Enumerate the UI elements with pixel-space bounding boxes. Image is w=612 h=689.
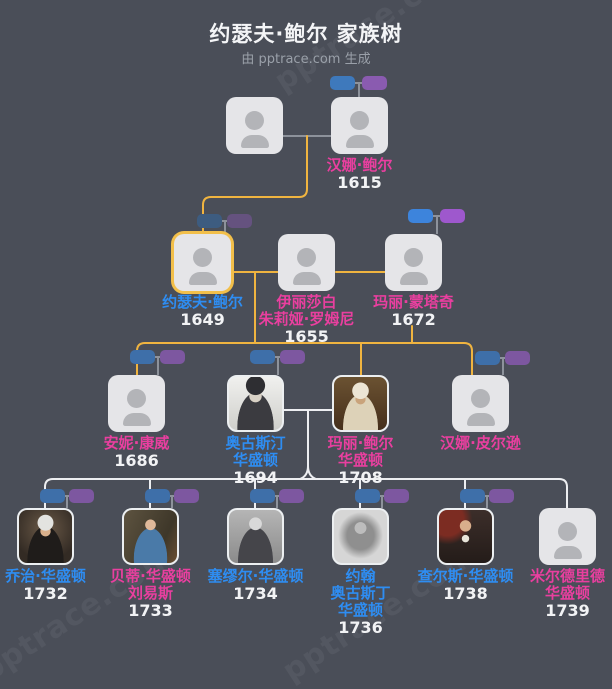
pill-drop-link [276,496,278,508]
pill-drop-link [436,216,438,234]
pill-drop-link [157,357,159,375]
portrait-betty-washington-lewis[interactable] [122,508,179,565]
person-node-hannah-pearson [452,375,509,432]
connector-lines [0,0,612,636]
collapsed-father-pill-betty-washington-lewis[interactable] [145,489,170,503]
page-title: 约瑟夫·鲍尔 家族树 [0,18,612,48]
collapsed-mother-pill-joseph-ball[interactable] [227,214,252,228]
person-node-john-augustine-washington [332,508,389,565]
pill-drop-link [502,358,504,375]
person-silhouette-icon [241,135,269,148]
page-subtitle: 由 pptrace.com 生成 [0,48,612,67]
person-node-samuel-washington [227,508,284,565]
person-silhouette-icon [554,546,582,559]
collapsed-mother-pill-anne-conway[interactable] [160,350,185,364]
collapsed-mother-pill-charles-washington[interactable] [489,489,514,503]
avatar-placeholder-anne-conway[interactable] [108,375,165,432]
portrait-augustine-washington[interactable] [227,375,284,432]
person-node-hannah-ball [331,97,388,154]
person-silhouette-icon [404,248,423,267]
collapsed-father-pill-hannah-ball[interactable] [330,76,355,90]
person-node-mary-ball-washington [332,375,389,432]
person-node-elizabeth-julia-romney [278,234,335,291]
collapsed-father-pill-mary-montague[interactable] [408,209,433,223]
collapsed-mother-pill-hannah-ball[interactable] [362,76,387,90]
person-node-joseph-ball [174,234,231,291]
person-silhouette-icon [297,248,316,267]
collapsed-father-pill-anne-conway[interactable] [130,350,155,364]
person-silhouette-icon [558,522,577,541]
person-silhouette-icon [245,111,264,130]
avatar-placeholder-hannah-pearson[interactable] [452,375,509,432]
portrait-samuel-washington[interactable] [227,508,284,565]
person-silhouette-icon [123,413,151,426]
pill-drop-link [224,221,226,234]
person-silhouette-icon [127,389,146,408]
brace-left [300,466,308,479]
collapsed-father-pill-augustine-washington[interactable] [250,350,275,364]
portrait-charles-washington[interactable] [437,508,494,565]
collapsed-father-pill-hannah-pearson[interactable] [475,351,500,365]
pill-drop-link [358,83,360,97]
collapsed-father-pill-joseph-ball[interactable] [197,214,222,228]
pill-drop-link [486,496,488,508]
pill-drop-link [277,357,279,375]
person-node-betty-washington-lewis [122,508,179,565]
avatar-placeholder-elizabeth-julia-romney[interactable] [278,234,335,291]
person-node-mildred-washington [539,508,596,565]
person-node-george-washington [17,508,74,565]
pill-drop-link [66,496,68,508]
person-silhouette-icon [189,272,217,285]
collapsed-mother-pill-hannah-pearson[interactable] [505,351,530,365]
person-silhouette-icon [293,272,321,285]
person-node-anne-conway [108,375,165,432]
pill-drop-link [381,496,383,508]
person-silhouette-icon [471,389,490,408]
person-node-charles-washington [437,508,494,565]
collapsed-mother-pill-mary-montague[interactable] [440,209,465,223]
person-silhouette-icon [400,272,428,285]
collapsed-father-pill-samuel-washington[interactable] [250,489,275,503]
avatar-placeholder-hannah-ball[interactable] [331,97,388,154]
collapsed-father-pill-charles-washington[interactable] [460,489,485,503]
collapsed-mother-pill-betty-washington-lewis[interactable] [174,489,199,503]
person-node-augustine-washington [227,375,284,432]
collapsed-mother-pill-george-washington[interactable] [69,489,94,503]
person-silhouette-icon [346,135,374,148]
person-silhouette-icon [193,248,212,267]
collapsed-father-pill-george-washington[interactable] [40,489,65,503]
avatar-placeholder-mary-montague[interactable] [385,234,442,291]
person-silhouette-icon [467,413,495,426]
person-silhouette-icon [350,111,369,130]
person-node-mary-montague [385,234,442,291]
pill-drop-link [171,496,173,508]
portrait-mary-ball-washington[interactable] [332,375,389,432]
person-node-spouse-unnamed [226,97,283,154]
avatar-placeholder-joseph-ball[interactable] [174,234,231,291]
portrait-john-augustine-washington[interactable] [332,508,389,565]
collapsed-mother-pill-samuel-washington[interactable] [279,489,304,503]
collapsed-mother-pill-john-augustine-washington[interactable] [384,489,409,503]
brace-right [308,466,316,479]
avatar-placeholder-spouse-unnamed[interactable] [226,97,283,154]
collapsed-father-pill-john-augustine-washington[interactable] [355,489,380,503]
portrait-george-washington[interactable] [17,508,74,565]
collapsed-mother-pill-augustine-washington[interactable] [280,350,305,364]
avatar-placeholder-mildred-washington[interactable] [539,508,596,565]
